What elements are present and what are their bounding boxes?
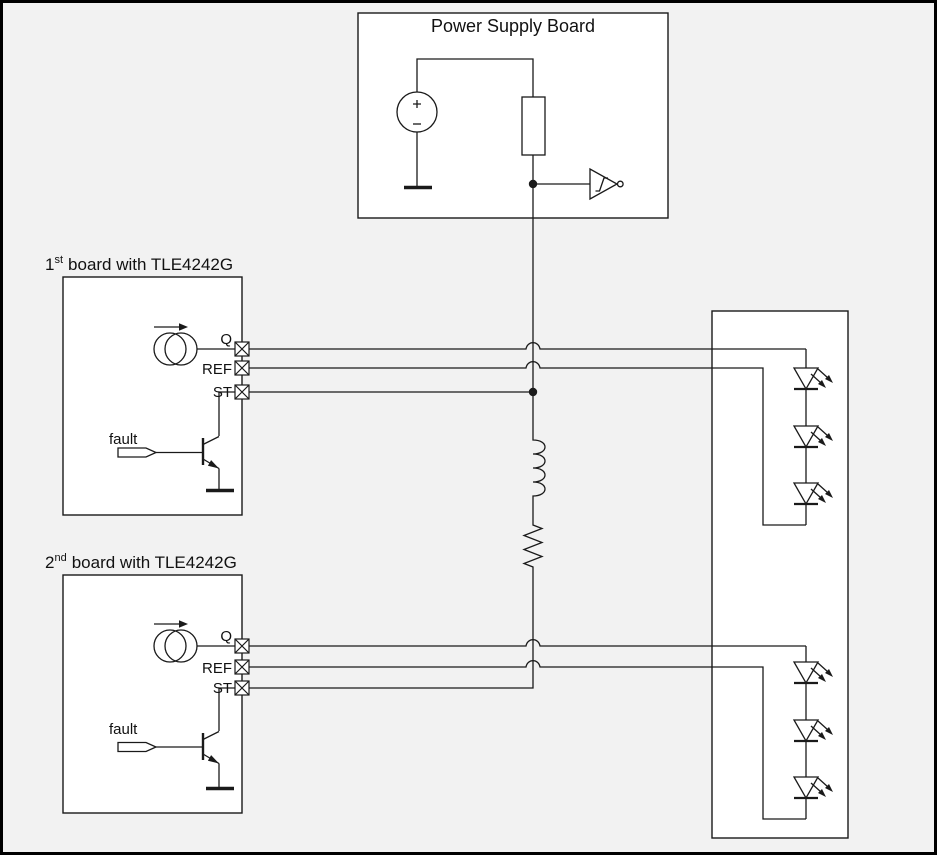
terminal-q2-icon (234, 638, 250, 654)
board2-outline (62, 574, 243, 814)
board1-title-rest: board with TLE4242G (68, 255, 233, 274)
terminal-ref1-icon (234, 360, 250, 376)
wire-main-vertical-with-inductor-and-resistor (249, 155, 546, 689)
wire-st-to-collector (218, 687, 235, 731)
pin-label-q2: Q (220, 628, 232, 645)
terminal-q1-icon (234, 341, 250, 357)
wire-st-to-collector (218, 391, 235, 436)
terminal-ref2-icon (234, 659, 250, 675)
terminal-st1-icon (234, 384, 250, 400)
wire-ref2-return (249, 659, 806, 820)
led-board-outline (711, 310, 849, 839)
resistor-icon (521, 96, 546, 156)
npn-transistor-icon (201, 730, 220, 787)
bus-wires (249, 341, 806, 820)
board1-title: 1st board with TLE4242G (45, 254, 233, 274)
pin-label-ref2: REF (202, 660, 232, 677)
voltage-source-icon (396, 91, 438, 133)
board2-internals (117, 620, 236, 791)
board2-title-number: 2 (45, 553, 54, 572)
fault-label-board1: fault (109, 431, 138, 448)
wire-q1 (249, 341, 806, 350)
pin-label-ref1: REF (202, 361, 232, 378)
pin-label-st1: ST (213, 384, 232, 401)
board2-title-rest: board with TLE4242G (72, 553, 237, 572)
inverter-bubble (616, 180, 624, 188)
wire-source-to-resistor (416, 58, 534, 97)
power-supply-title: Power Supply Board (431, 16, 595, 36)
board1-outline (62, 276, 243, 516)
plus-sign (413, 100, 421, 108)
board1-title-number: 1 (45, 255, 54, 274)
wire-q2 (249, 638, 806, 647)
power-supply-internals (396, 58, 624, 201)
board2-title-ordinal: nd (54, 552, 66, 564)
schmitt-trigger-icon (589, 167, 624, 201)
pin-label-q1: Q (220, 331, 232, 348)
pin-label-st2: ST (213, 680, 232, 697)
fault-input-arrow (117, 741, 158, 753)
wire-ref1-return (249, 360, 806, 526)
led-board-internals (792, 349, 835, 819)
fault-label-board2: fault (109, 721, 138, 738)
terminal-st2-icon (234, 680, 250, 696)
board2-title: 2nd board with TLE4242G (45, 552, 237, 572)
board1-internals (117, 323, 236, 493)
board1-title-ordinal: st (54, 254, 63, 266)
npn-transistor-icon (201, 435, 220, 489)
fault-input-arrow (117, 447, 158, 458)
